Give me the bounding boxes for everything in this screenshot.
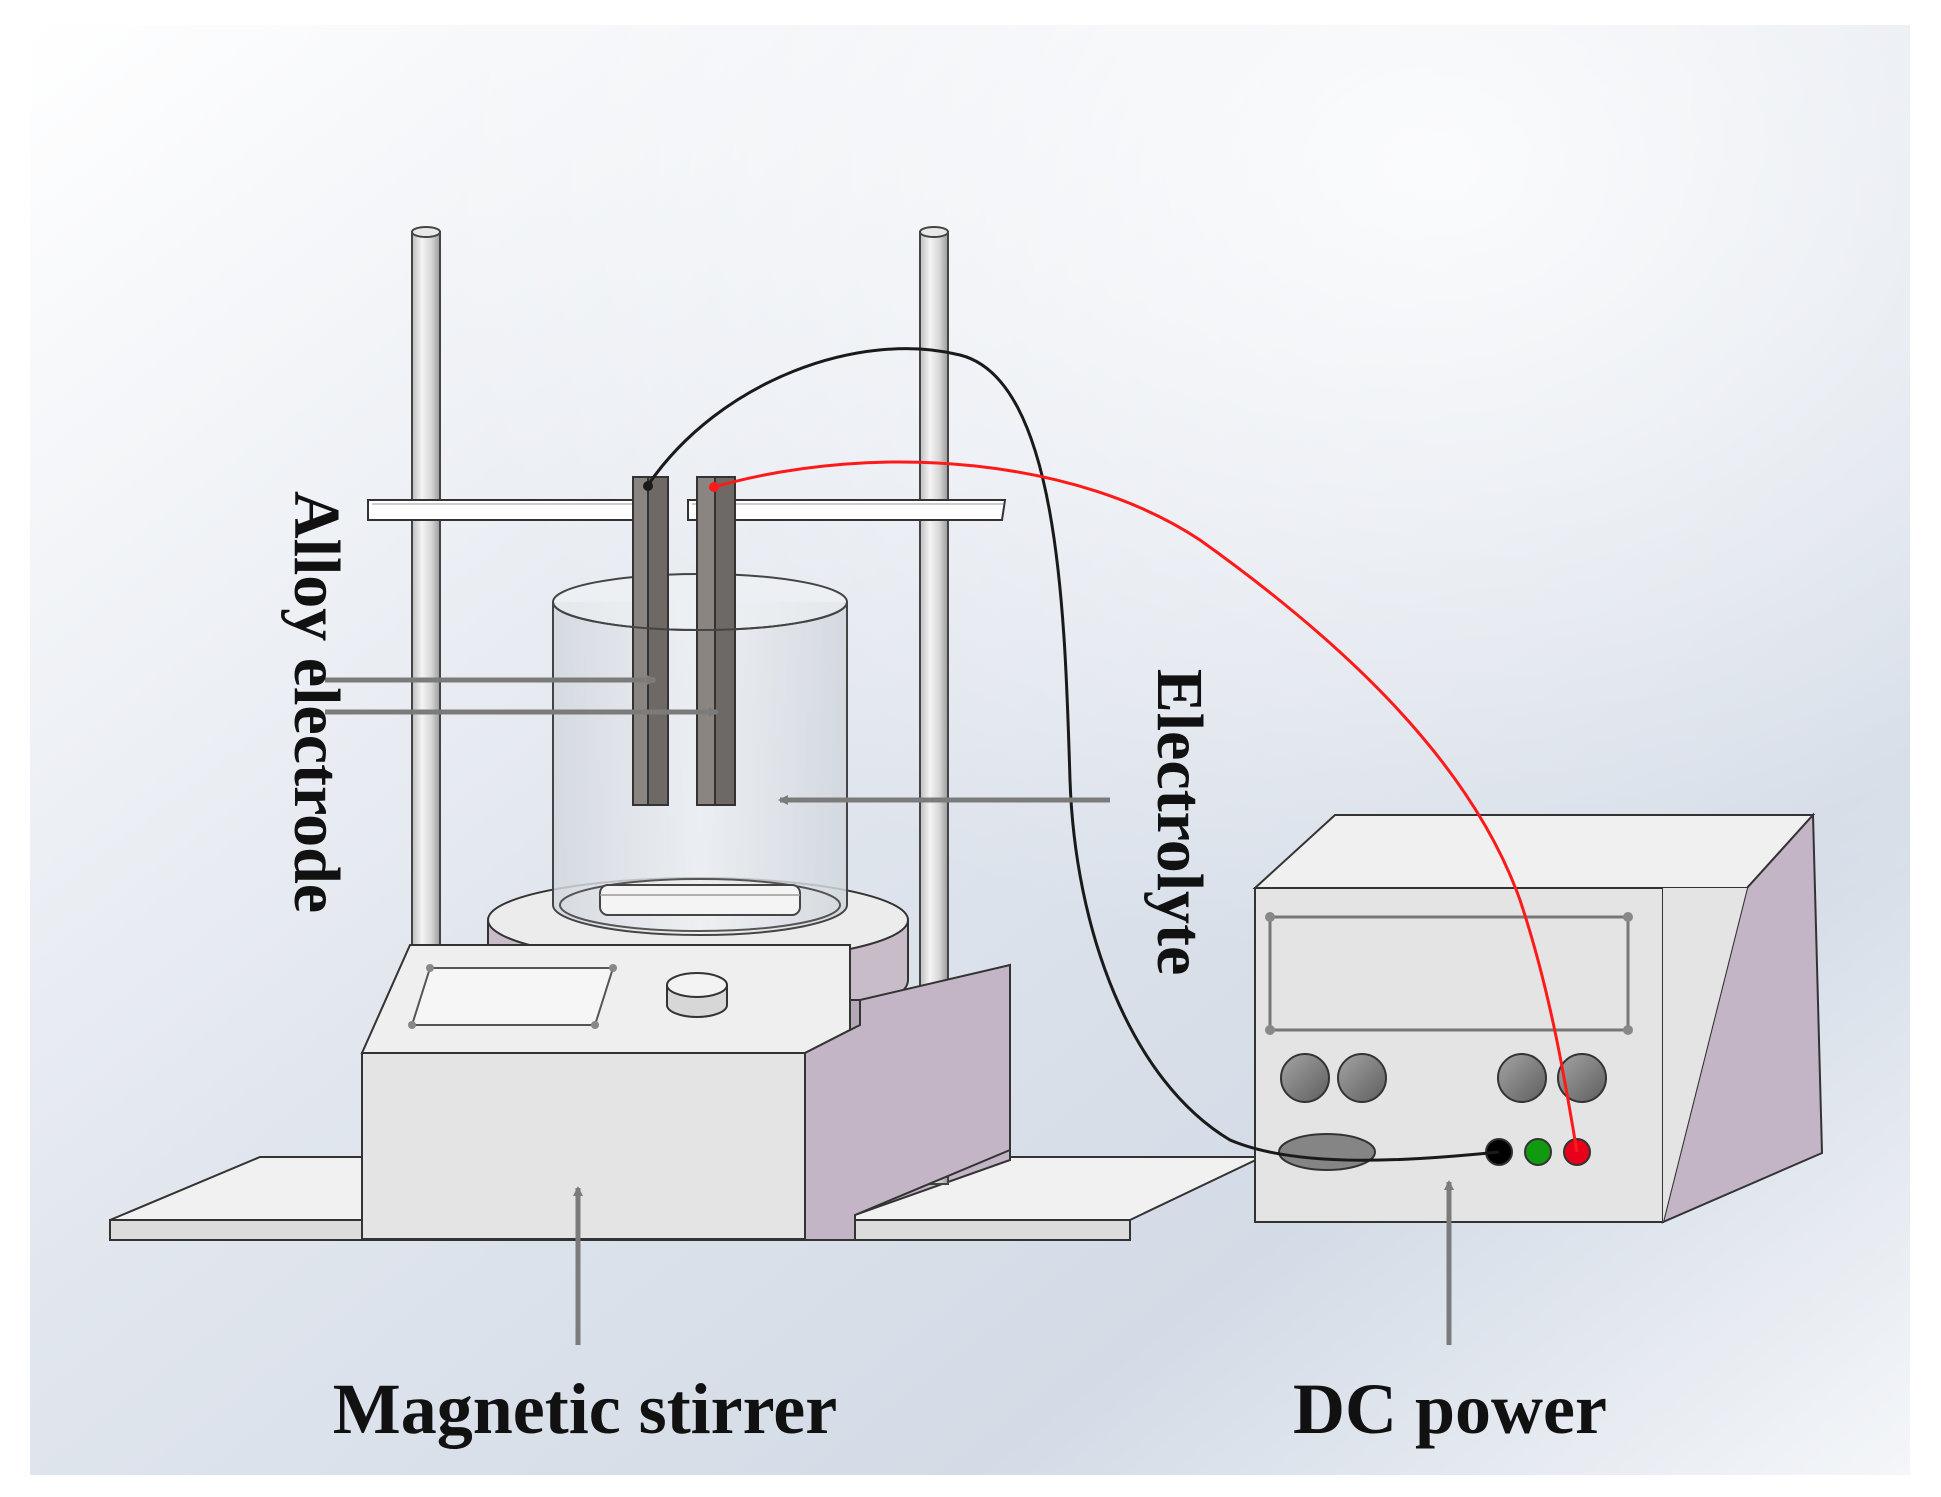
clamp-bar <box>367 499 1007 521</box>
dc-knob-4 <box>1557 1053 1607 1103</box>
wire-negative-connector <box>643 481 653 491</box>
magnetic-stirrer <box>360 944 1011 1241</box>
dc-knob-2 <box>1337 1053 1387 1103</box>
terminal-ground <box>1524 1138 1552 1166</box>
wire-negative <box>646 347 1500 1162</box>
label-magnetic-stirrer: Magnetic stirrer <box>333 1369 837 1449</box>
wire-positive <box>713 460 1579 1153</box>
label-dc-power: DC power <box>1293 1369 1607 1449</box>
wire-positive-connector <box>709 482 719 492</box>
dc-display-frame <box>1265 912 1633 1035</box>
pointer-arrows <box>325 675 1454 1345</box>
support-rod-left <box>411 226 441 958</box>
stir-bar <box>599 884 801 916</box>
dc-knob-1 <box>1280 1053 1330 1103</box>
beaker-front-rim <box>552 601 848 631</box>
dc-knob-3 <box>1497 1053 1547 1103</box>
alloy-electrode-right <box>696 476 736 806</box>
alloy-electrode-left <box>632 476 669 806</box>
label-electrolyte: Electrolyte <box>1143 669 1216 976</box>
dc-power-supply <box>1252 812 1824 1224</box>
dc-power-switch <box>1278 1133 1376 1171</box>
stirrer-display <box>410 967 615 1026</box>
stirrer-knob <box>666 972 728 1018</box>
label-alloy-electrode: Alloy electrode <box>280 491 353 913</box>
